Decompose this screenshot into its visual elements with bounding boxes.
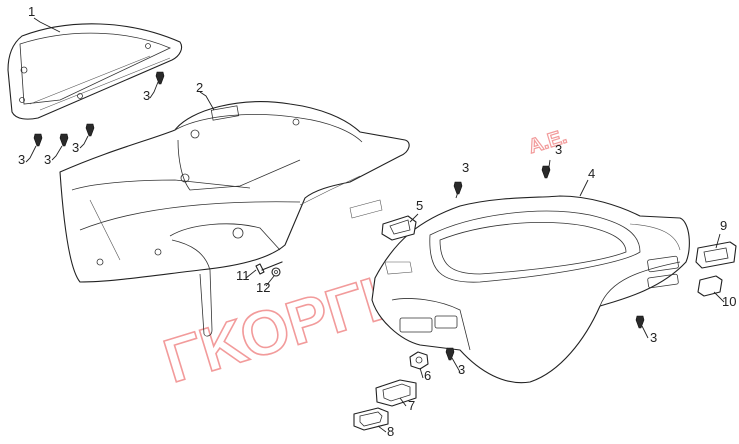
callout-3-top: 3 bbox=[143, 88, 150, 103]
leader-lines bbox=[25, 17, 725, 433]
callout-7: 7 bbox=[408, 398, 415, 413]
callout-3-left-a: 3 bbox=[18, 152, 25, 167]
part-11-bolt bbox=[255, 261, 283, 275]
callout-9: 9 bbox=[720, 218, 727, 233]
callout-labels: 1 2 3 3 3 3 3 3 3 3 4 5 6 7 8 9 10 11 12 bbox=[18, 4, 736, 439]
part-6-nut bbox=[409, 351, 429, 370]
callout-8: 8 bbox=[387, 424, 394, 439]
part-12-washer bbox=[271, 267, 281, 277]
callout-3-left-c: 3 bbox=[72, 140, 79, 155]
part-7-switch-cover bbox=[375, 379, 417, 407]
callout-3-lower-right: 3 bbox=[650, 330, 657, 345]
part-2-rear-cover bbox=[59, 101, 410, 337]
part-8-switch-cover bbox=[353, 407, 389, 431]
callout-5: 5 bbox=[416, 198, 423, 213]
callout-4: 4 bbox=[588, 166, 595, 181]
callout-6: 6 bbox=[424, 368, 431, 383]
part-10-switch bbox=[697, 275, 723, 297]
part-4-front-cover bbox=[371, 195, 690, 384]
screws-part-3 bbox=[33, 71, 645, 361]
callout-3-upper-right: 3 bbox=[555, 142, 562, 157]
callout-2: 2 bbox=[196, 80, 203, 95]
callout-12: 12 bbox=[256, 280, 270, 295]
callout-3-left-b: 3 bbox=[44, 152, 51, 167]
callout-3-mid: 3 bbox=[462, 160, 469, 175]
watermark-suffix: Α.Ε. bbox=[526, 126, 570, 158]
callout-10: 10 bbox=[722, 294, 736, 309]
callout-3-bottom: 3 bbox=[458, 362, 465, 377]
part-9-switch bbox=[695, 241, 737, 269]
part-1-top-cover bbox=[7, 23, 183, 120]
part-5-switch bbox=[381, 215, 417, 241]
callout-11: 11 bbox=[236, 268, 250, 283]
callout-1: 1 bbox=[28, 4, 35, 19]
